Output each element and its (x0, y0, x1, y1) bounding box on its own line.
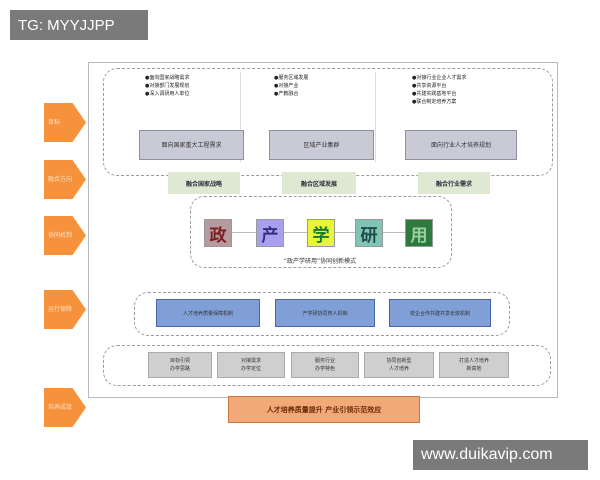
mechanism-box-1: 人才培养质量保障机制 (156, 299, 260, 327)
support-box-3: 服务行业 办学特色 (291, 352, 359, 378)
side-label-1: 目标 (44, 103, 86, 142)
fusion-label-3: 融合行业需求 (418, 172, 490, 194)
mode-section (190, 196, 452, 268)
fusion-label-2: 融合区域发展 (282, 172, 356, 194)
side-label-4: 运行保障 (44, 290, 86, 329)
char-xue: 学 (307, 219, 335, 247)
mechanism-box-2: 产学研协同育人机制 (275, 299, 375, 327)
side-label-5: 培养成效 (44, 388, 86, 427)
need-box-3: 面向行业人才培养规划 (405, 130, 517, 160)
mode-caption: “政产学研用”协同创新模式 (283, 258, 357, 265)
mechanism-section (134, 292, 510, 336)
need-box-2: 区域产业集群 (269, 130, 374, 160)
column-1-bullets: ●面向国家战略需求●对接部门发展规划●深入调研用人单位 (145, 75, 190, 97)
side-label-2: 融合方向 (44, 160, 86, 199)
support-box-5: 打造人才培养 新高地 (439, 352, 509, 378)
support-box-4: 协同创新型 人才培养 (364, 352, 434, 378)
char-yong: 用 (405, 219, 433, 247)
watermark-bottom-right: www.duikavip.com (413, 440, 588, 470)
support-box-2: 对接需求 办学定位 (217, 352, 285, 378)
mechanism-box-3: 校企合作共建共享长效机制 (389, 299, 491, 327)
char-yan: 研 (355, 219, 383, 247)
char-zheng: 政 (204, 219, 232, 247)
support-box-1: 目标引领 办学思路 (148, 352, 212, 378)
side-label-3: 协同机制 (44, 216, 86, 255)
char-chan: 产 (256, 219, 284, 247)
fusion-label-1: 融合国家战略 (168, 172, 240, 194)
watermark-top-left: TG: MYYJJPP (10, 10, 148, 40)
column-3-bullets: ●对接行业企业人才需求●共享资源平台●共建实践基地平台●联合制定培养方案 (412, 75, 467, 105)
column-2-bullets: ●服务区域发展●对接产业●产教融合 (274, 75, 309, 97)
support-section (103, 345, 551, 386)
result-box: 人才培养质量提升 产业引领示范效应 (228, 396, 420, 423)
need-box-1: 面向国家重大工程需求 (139, 130, 244, 160)
